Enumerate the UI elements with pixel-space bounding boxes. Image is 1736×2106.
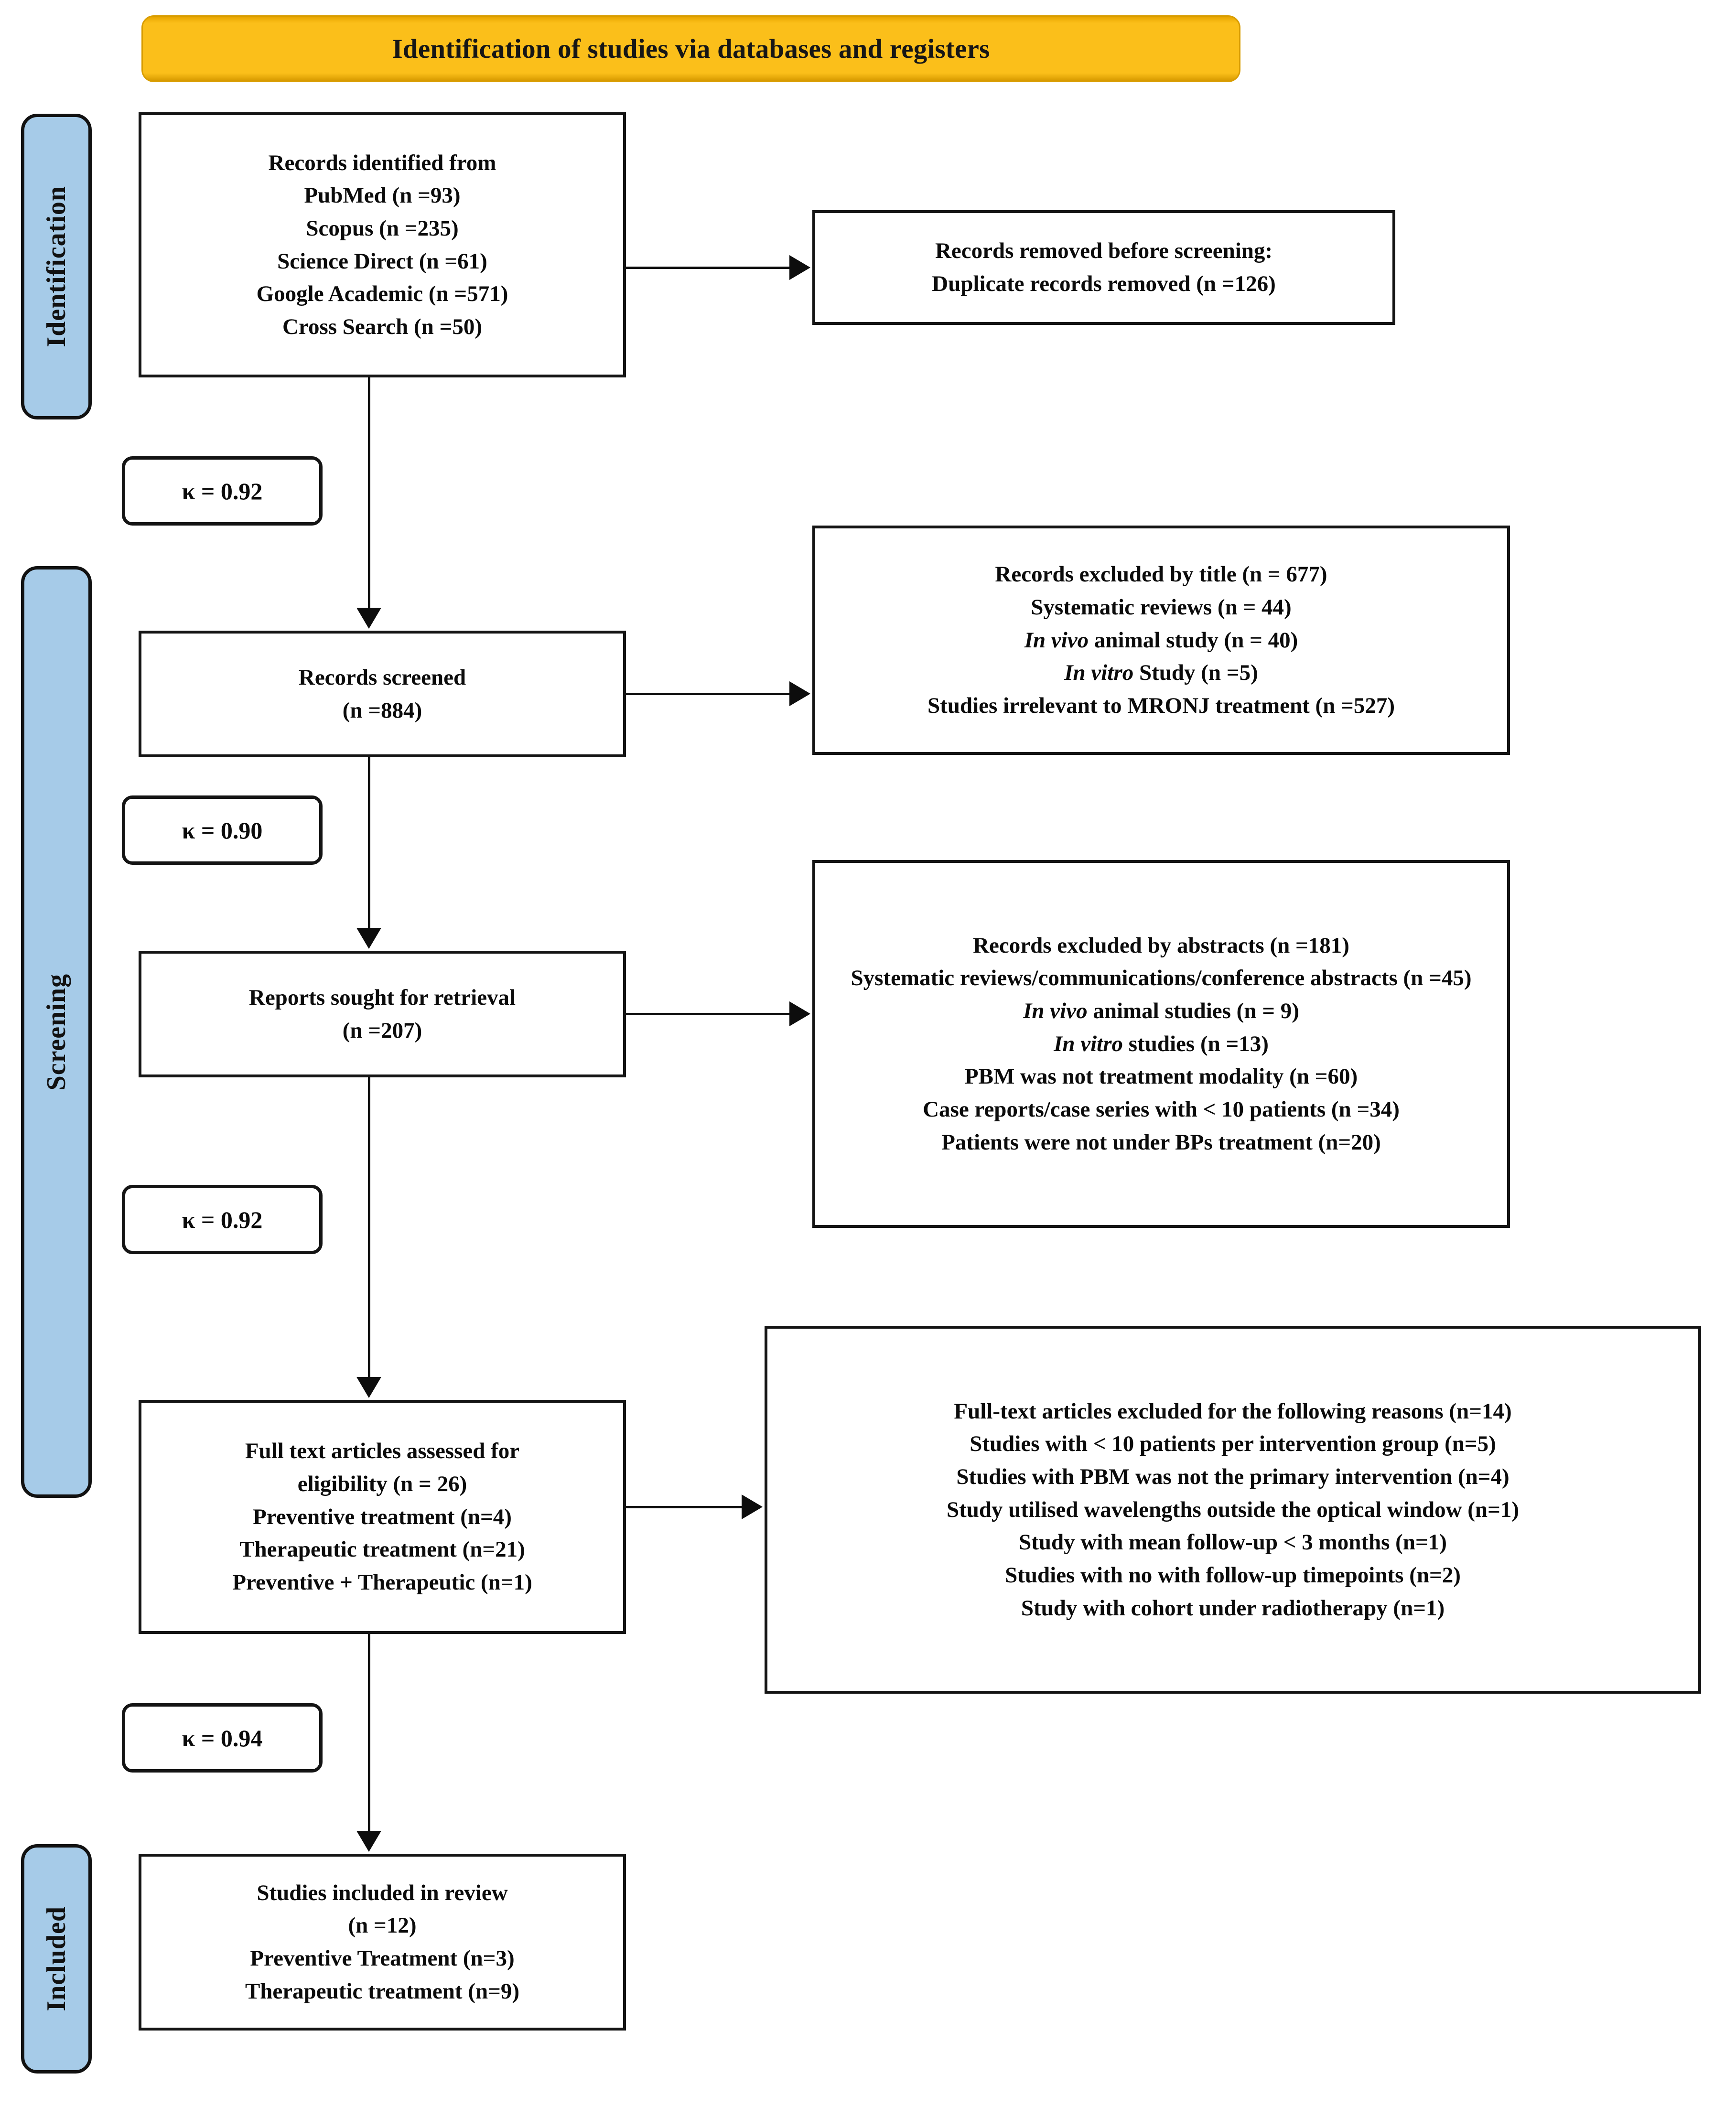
kappa-box-1: κ = 0.92 bbox=[122, 456, 323, 526]
arrowhead-right-1 bbox=[789, 255, 810, 280]
box-line: Full text articles assessed for bbox=[245, 1439, 520, 1464]
stage-rail-identification: Identification bbox=[21, 114, 92, 419]
box-line: (n =884) bbox=[342, 698, 422, 723]
box-line: Duplicate records removed (n =126) bbox=[932, 271, 1276, 296]
box-line: In vivo animal study (n = 40) bbox=[1024, 627, 1298, 653]
kappa-value-2: κ = 0.90 bbox=[182, 817, 263, 844]
connector-fulltext-to-excluded-fulltext bbox=[626, 1506, 743, 1508]
arrowhead-down-1 bbox=[356, 608, 381, 629]
box-line: Studies irrelevant to MRONJ treatment (n… bbox=[927, 693, 1395, 718]
box-line: Full-text articles excluded for the foll… bbox=[954, 1398, 1512, 1424]
stage-rail-included: Included bbox=[21, 1844, 92, 2074]
box-line: Science Direct (n =61) bbox=[277, 248, 487, 274]
box-fulltext-assessed-for-eligibility: Full text articles assessed for eligibil… bbox=[139, 1400, 626, 1634]
box-line: In vitro Study (n =5) bbox=[1064, 660, 1258, 686]
box-line: Case reports/case series with < 10 patie… bbox=[923, 1096, 1400, 1122]
connector-reports-to-excluded-abstracts bbox=[626, 1013, 790, 1015]
box-line: Studies with PBM was not the primary int… bbox=[956, 1464, 1510, 1490]
box-line: (n =207) bbox=[342, 1018, 422, 1043]
arrowhead-down-3 bbox=[356, 1377, 381, 1398]
arrowhead-right-4 bbox=[742, 1494, 763, 1519]
kappa-value-1: κ = 0.92 bbox=[182, 477, 263, 505]
box-line: Study utilised wavelengths outside the o… bbox=[946, 1497, 1520, 1522]
box-line: PBM was not treatment modality (n =60) bbox=[964, 1064, 1358, 1089]
box-line: eligibility (n = 26) bbox=[297, 1472, 467, 1497]
box-line: Therapeutic treatment (n=21) bbox=[239, 1537, 525, 1562]
arrowhead-down-2 bbox=[356, 928, 381, 949]
connector-screened-to-reports bbox=[368, 757, 370, 929]
diagram-header-banner: Identification of studies via databases … bbox=[141, 15, 1240, 82]
kappa-box-2: κ = 0.90 bbox=[122, 795, 323, 865]
banner-title: Identification of studies via databases … bbox=[392, 33, 990, 64]
connector-reports-to-fulltext bbox=[368, 1077, 370, 1378]
box-records-removed: Records removed before screening: Duplic… bbox=[812, 210, 1395, 325]
arrowhead-down-4 bbox=[356, 1831, 381, 1852]
stage-rail-screening: Screening bbox=[21, 566, 92, 1498]
box-line: Records identified from bbox=[268, 150, 496, 175]
box-line: Study with cohort under radiotherapy (n=… bbox=[1021, 1595, 1445, 1621]
kappa-value-3: κ = 0.92 bbox=[182, 1206, 263, 1233]
box-records-screened: Records screened (n =884) bbox=[139, 631, 626, 757]
box-line: Scopus (n =235) bbox=[306, 215, 459, 241]
box-line: Study with mean follow-up < 3 months (n=… bbox=[1019, 1530, 1447, 1555]
connector-fulltext-to-included bbox=[368, 1634, 370, 1832]
box-line: Therapeutic treatment (n=9) bbox=[245, 1978, 520, 2004]
box-records-identified: Records identified from PubMed (n =93) S… bbox=[139, 112, 626, 377]
connector-identified-to-removed bbox=[626, 267, 790, 269]
box-studies-included-in-review: Studies included in review (n =12) Preve… bbox=[139, 1854, 626, 2031]
box-line: Records excluded by abstracts (n =181) bbox=[973, 933, 1349, 958]
stage-rail-identification-label: Identification bbox=[42, 186, 71, 347]
box-line: Studies with < 10 patients per intervent… bbox=[970, 1431, 1496, 1457]
box-fulltext-excluded: Full-text articles excluded for the foll… bbox=[765, 1326, 1701, 1694]
box-line: Systematic reviews/communications/confer… bbox=[851, 966, 1472, 991]
box-line: Reports sought for retrieval bbox=[248, 985, 516, 1010]
box-line: PubMed (n =93) bbox=[304, 183, 461, 208]
kappa-box-3: κ = 0.92 bbox=[122, 1185, 323, 1254]
box-line: Records screened bbox=[298, 665, 466, 690]
connector-screened-to-excluded-title bbox=[626, 693, 790, 695]
box-line: Patients were not under BPs treatment (n… bbox=[941, 1129, 1381, 1155]
box-reports-sought-for-retrieval: Reports sought for retrieval (n =207) bbox=[139, 951, 626, 1077]
box-line: Preventive + Therapeutic (n=1) bbox=[232, 1569, 532, 1595]
box-line: (n =12) bbox=[348, 1913, 417, 1938]
box-line: Records removed before screening: bbox=[935, 238, 1273, 264]
box-line: Systematic reviews (n = 44) bbox=[1031, 595, 1292, 620]
box-line: Google Academic (n =571) bbox=[256, 281, 508, 307]
box-line: Records excluded by title (n = 677) bbox=[995, 562, 1327, 587]
box-line: In vitro studies (n =13) bbox=[1054, 1031, 1269, 1056]
connector-identified-to-screened bbox=[368, 377, 370, 610]
box-line: In vivo animal studies (n = 9) bbox=[1023, 999, 1299, 1024]
arrowhead-right-3 bbox=[789, 1001, 810, 1026]
box-line: Studies with no with follow-up timepoint… bbox=[1005, 1562, 1461, 1588]
box-line: Cross Search (n =50) bbox=[282, 314, 483, 339]
kappa-box-4: κ = 0.94 bbox=[122, 1703, 323, 1773]
stage-rail-included-label: Included bbox=[42, 1906, 71, 2011]
box-line: Studies included in review bbox=[257, 1880, 508, 1905]
box-excluded-by-abstracts: Records excluded by abstracts (n =181) S… bbox=[812, 860, 1510, 1228]
box-excluded-by-title: Records excluded by title (n = 677) Syst… bbox=[812, 526, 1510, 755]
stage-rail-screening-label: Screening bbox=[42, 973, 71, 1091]
box-line: Preventive Treatment (n=3) bbox=[250, 1946, 515, 1971]
box-line: Preventive treatment (n=4) bbox=[253, 1504, 512, 1529]
arrowhead-right-2 bbox=[789, 681, 810, 706]
kappa-value-4: κ = 0.94 bbox=[182, 1724, 263, 1751]
